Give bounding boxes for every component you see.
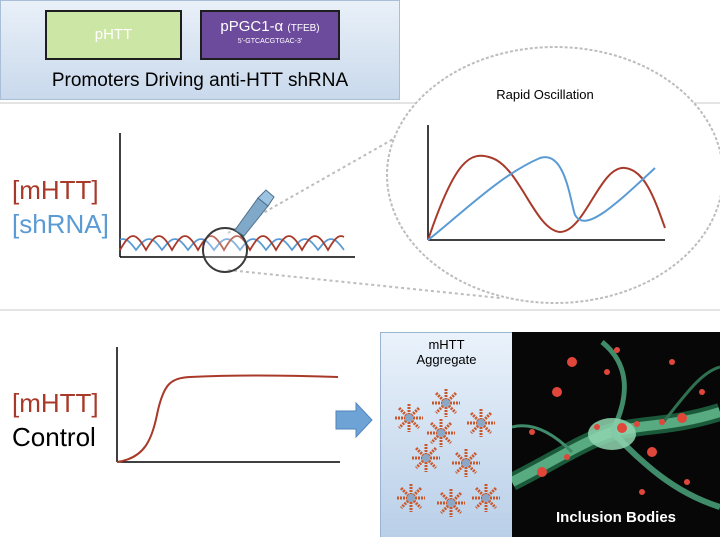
aggregate-panel: mHTT Aggregate bbox=[380, 332, 512, 537]
microscopy-panel: Inclusion Bodies bbox=[512, 332, 720, 537]
top-mhtt-label: [mHTT] bbox=[12, 175, 99, 205]
zoom-mhtt-curve bbox=[427, 154, 666, 241]
bottom-mhtt-label: [mHTT] bbox=[12, 388, 99, 418]
top-mhtt-curve bbox=[119, 235, 345, 252]
neuron-image: Inclusion Bodies bbox=[512, 332, 720, 537]
top-shrna-label: [shRNA] bbox=[12, 209, 109, 239]
ppgc1a-box: pPGC1-α (TFEB) 5'-GTCACGTGAC-3' bbox=[200, 10, 340, 60]
right-arrow-icon bbox=[335, 401, 373, 439]
phtt-box: pHTT bbox=[45, 10, 182, 60]
ppgc1a-label: pPGC1-α bbox=[220, 18, 284, 35]
magnifier-lens-icon bbox=[202, 227, 248, 273]
control-mhtt-curve bbox=[116, 374, 339, 463]
promoter-title: Promoters Driving anti-HTT shRNA bbox=[51, 70, 349, 91]
aggregate-structure-icon bbox=[395, 389, 500, 517]
magnifier-handle-icon bbox=[234, 197, 269, 237]
top-shrna-curve bbox=[119, 238, 345, 252]
control-label: Control bbox=[12, 422, 96, 452]
tfeb-label: (TFEB) bbox=[287, 23, 320, 34]
zoom-title: Rapid Oscillation bbox=[496, 87, 594, 102]
sequence-label: 5'-GTCACGTGAC-3' bbox=[237, 38, 303, 45]
aggregate-line2: Aggregate bbox=[416, 352, 477, 367]
aggregate-line1: mHTT bbox=[428, 337, 465, 352]
zoom-shrna-curve bbox=[427, 156, 656, 241]
zoom-ellipse bbox=[386, 46, 720, 304]
inclusion-bodies-label: Inclusion Bodies bbox=[556, 509, 676, 526]
